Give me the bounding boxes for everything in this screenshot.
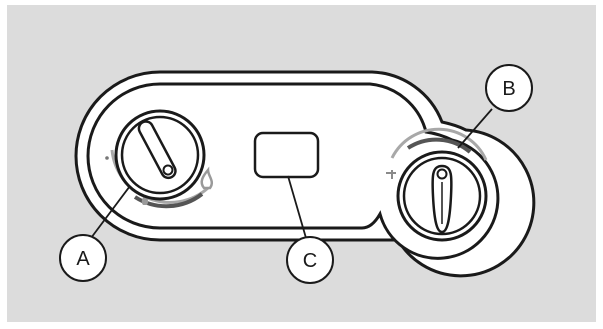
callout-b-label: B — [502, 78, 515, 100]
hot-water-scale-arc-active — [406, 137, 472, 154]
heating-control-knob-icon — [105, 109, 214, 209]
flame-icon — [200, 166, 214, 190]
knob-pointer — [431, 164, 453, 234]
display-window-icon — [253, 131, 320, 179]
leader-lines — [90, 108, 493, 239]
leader-line-a — [90, 185, 131, 239]
tap-icon — [386, 170, 396, 179]
callout-b: B — [485, 64, 533, 112]
hot-water-control-knob-icon — [386, 127, 488, 242]
hot-water-scale-arc — [390, 127, 488, 161]
leader-line-c — [287, 175, 307, 239]
leader-line-b — [457, 108, 493, 149]
scale-dot — [105, 156, 109, 160]
callout-c-label: C — [303, 250, 317, 272]
callout-a: A — [59, 234, 107, 282]
callout-a-label: A — [76, 248, 90, 270]
callout-c: C — [286, 236, 334, 284]
knob-pointer — [137, 120, 177, 180]
